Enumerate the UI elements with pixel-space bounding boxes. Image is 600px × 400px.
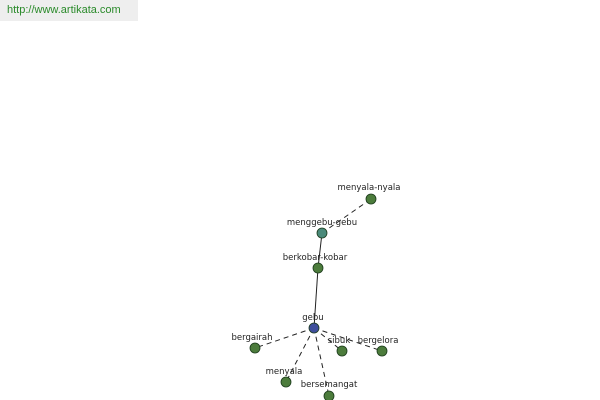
node-bersemangat[interactable] — [323, 390, 335, 400]
node-menyala[interactable] — [280, 376, 292, 388]
edge-gebu-to-bergairah — [254, 327, 315, 349]
edge-gebu-to-bersemangat — [313, 327, 330, 397]
node-label-bergelora[interactable]: bergelora — [358, 336, 399, 346]
edge-gebu-to-menyala — [285, 327, 315, 383]
node-label-berkobar-kobar[interactable]: berkobar-kobar — [283, 253, 348, 263]
node-bergelora[interactable] — [376, 345, 388, 357]
node-bergairah[interactable] — [249, 342, 261, 354]
node-menyala-nyala[interactable] — [365, 193, 377, 205]
node-label-menyala-nyala[interactable]: menyala-nyala — [338, 183, 401, 193]
node-sibuk[interactable] — [336, 345, 348, 357]
node-label-menggebu-gebu[interactable]: menggebu-gebu — [287, 218, 357, 228]
edge-gebu-to-sibuk — [313, 327, 343, 352]
node-berkobar-kobar[interactable] — [312, 262, 324, 274]
edge-gebu-to-bergelora — [313, 327, 383, 352]
edge-gebu-to-berkobar-kobar — [313, 267, 319, 329]
node-menggebu-gebu[interactable] — [316, 227, 328, 239]
node-label-gebu[interactable]: gebu — [302, 313, 323, 323]
site-url-label[interactable]: http://www.artikata.com — [0, 0, 138, 21]
edge-menggebu-gebu-to-menyala-nyala — [321, 198, 372, 234]
edge-berkobar-kobar-to-menggebu-gebu — [317, 232, 323, 269]
node-label-bergairah[interactable]: bergairah — [231, 333, 272, 343]
node-gebu[interactable] — [308, 322, 320, 334]
node-label-sibuk[interactable]: sibuk — [328, 336, 351, 346]
node-label-menyala[interactable]: menyala — [266, 367, 303, 377]
node-label-bersemangat[interactable]: bersemangat — [301, 380, 358, 390]
